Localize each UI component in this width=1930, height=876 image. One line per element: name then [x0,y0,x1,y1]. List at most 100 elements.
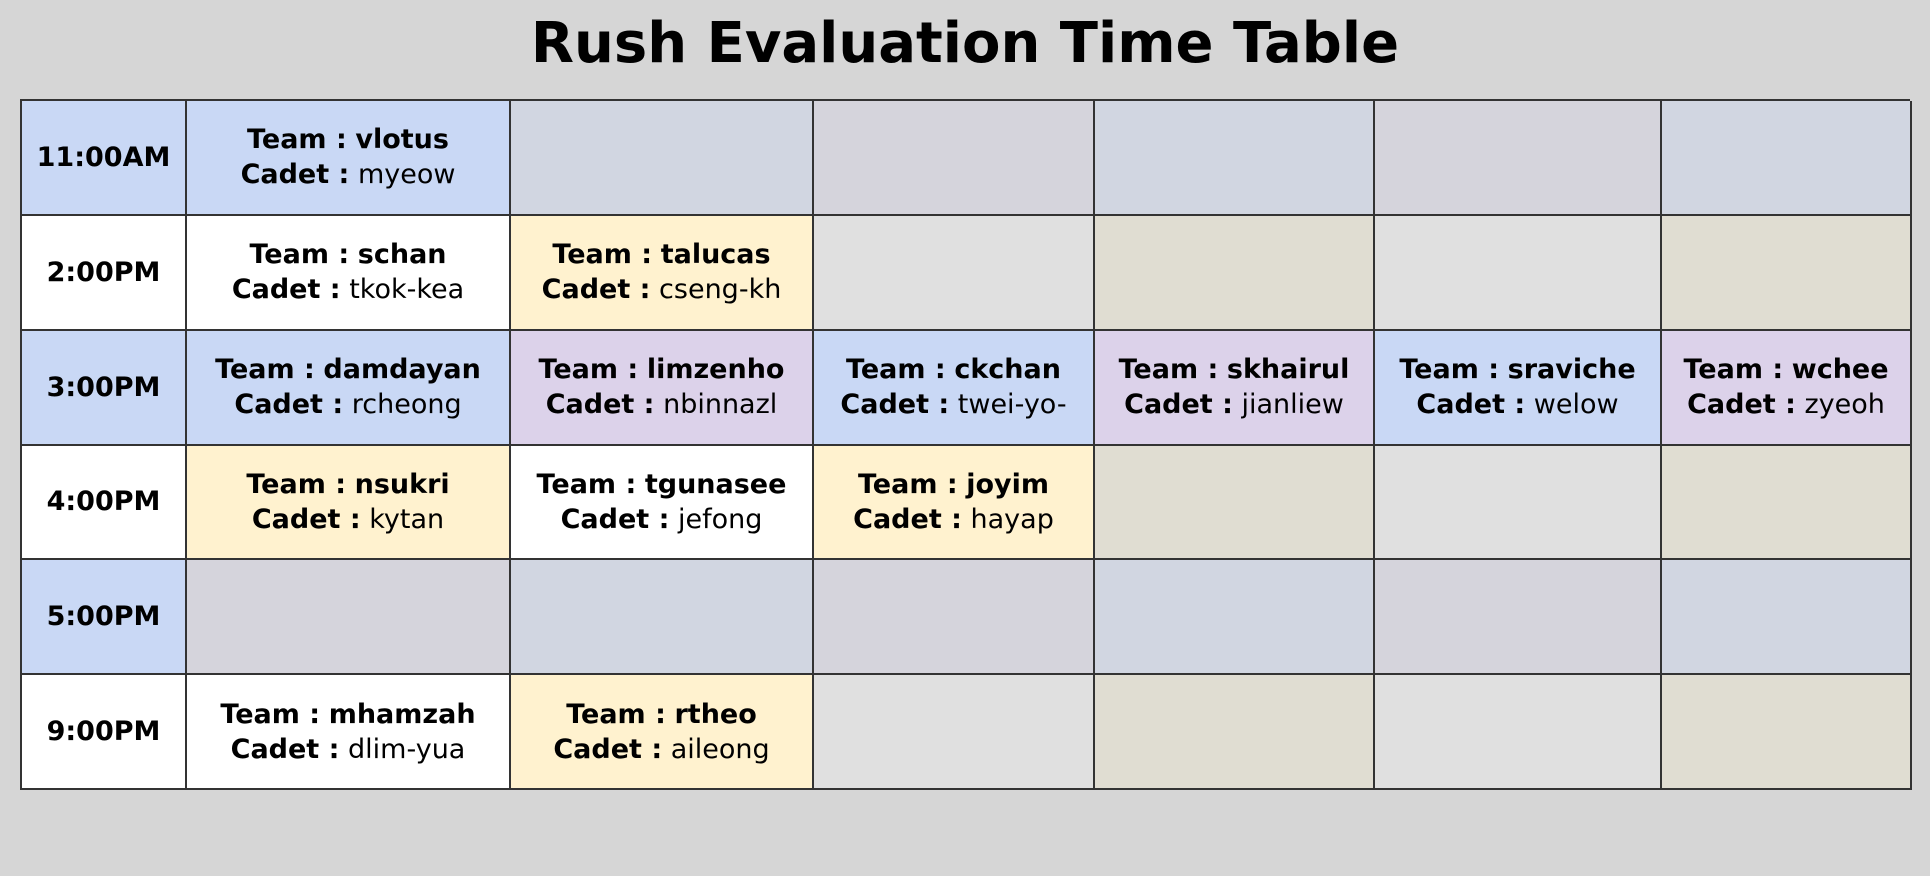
cadet-name: kytan [369,503,445,535]
team-line: Team : rtheo [566,697,757,732]
empty-slot [1095,101,1375,216]
empty-slot [1662,560,1912,676]
cadet-line: Cadet : tkok-kea [232,272,464,307]
team-label: Team : [536,468,637,500]
team-name: joyim [966,468,1050,500]
cadet-label: Cadet : [840,389,950,421]
time-slot-label: 2:00PM [22,215,187,331]
empty-slot [1662,675,1912,790]
cadet-name: jefong [677,503,763,535]
cadet-name: twei-yo- [957,389,1067,421]
cadet-line: Cadet : jefong [561,502,763,537]
empty-slot [814,215,1095,331]
cadet-name: cseng-kh [659,274,782,306]
time-slot-label: 5:00PM [22,560,187,676]
cadet-label: Cadet : [230,733,340,765]
empty-slot [1095,560,1375,676]
empty-slot [1662,101,1912,216]
team-name: damdayan [323,354,481,386]
team-label: Team : [249,239,350,271]
empty-slot [1662,445,1912,561]
cadet-label: Cadet : [853,503,962,535]
cadet-name: dlim-yua [348,733,466,765]
team-name: nsukri [354,468,450,500]
cadet-name: rcheong [351,389,462,421]
cadet-label: Cadet : [240,159,350,191]
cadet-name: myeow [357,159,456,191]
cadet-line: Cadet : dlim-yua [231,732,466,767]
cadet-label: Cadet : [1124,389,1233,421]
empty-slot [1095,215,1375,331]
empty-slot [511,560,814,676]
team-line: Team : nsukri [246,467,449,502]
cadet-label: Cadet : [251,503,361,535]
team-line: Team : vlotus [247,122,449,157]
team-name: schan [357,239,447,271]
team-label: Team : [220,698,321,730]
cadet-line: Cadet : cseng-kh [542,272,782,307]
empty-slot [1375,215,1662,331]
empty-slot [1662,215,1912,331]
team-label: Team : [538,354,639,386]
team-name: vlotus [355,124,449,156]
team-label: Team : [1683,354,1784,386]
empty-slot [814,101,1095,216]
cadet-line: Cadet : hayap [853,502,1054,537]
team-name: rtheo [674,698,757,730]
cadet-label: Cadet : [541,274,651,306]
team-line: Team : wchee [1683,352,1888,387]
team-label: Team : [1399,354,1500,386]
team-label: Team : [246,468,347,500]
team-name: limzenho [646,354,785,386]
empty-slot [1375,675,1662,790]
cadet-line: Cadet : rcheong [234,387,461,422]
cadet-name: hayap [970,503,1054,535]
cadet-name: nbinnazl [663,389,778,421]
cadet-name: tkok-kea [349,274,465,306]
team-line: Team : schan [249,237,446,272]
cadet-name: welow [1533,389,1619,421]
empty-slot [1375,560,1662,676]
team-label: Team : [247,124,347,156]
empty-slot [511,101,814,216]
team-name: mhamzah [328,698,476,730]
empty-slot [814,675,1095,790]
empty-slot [814,560,1095,676]
cadet-label: Cadet : [545,389,655,421]
cadet-line: Cadet : aileong [553,732,769,767]
team-name: talucas [660,239,771,271]
empty-slot [187,560,511,676]
cadet-label: Cadet : [231,274,341,306]
team-label: Team : [1118,354,1219,386]
team-label: Team : [846,354,946,386]
team-label: Team : [857,468,958,500]
team-line: Team : limzenho [539,352,785,387]
cadet-line: Cadet : welow [1416,387,1618,422]
cadet-line: Cadet : jianliew [1124,387,1344,422]
team-label: Team : [566,698,666,730]
team-name: wchee [1791,354,1889,386]
cadet-name: aileong [670,733,770,765]
time-slot-label: 11:00AM [22,101,187,216]
empty-slot [1095,675,1375,790]
team-name: tgunasee [644,468,787,500]
cadet-name: zyeoh [1804,389,1885,421]
time-slot-label: 3:00PM [22,330,187,446]
page-title: Rush Evaluation Time Table [530,11,1400,76]
time-slot-label: 4:00PM [22,445,187,561]
team-name: skhairul [1226,354,1350,386]
cadet-label: Cadet : [234,389,344,421]
